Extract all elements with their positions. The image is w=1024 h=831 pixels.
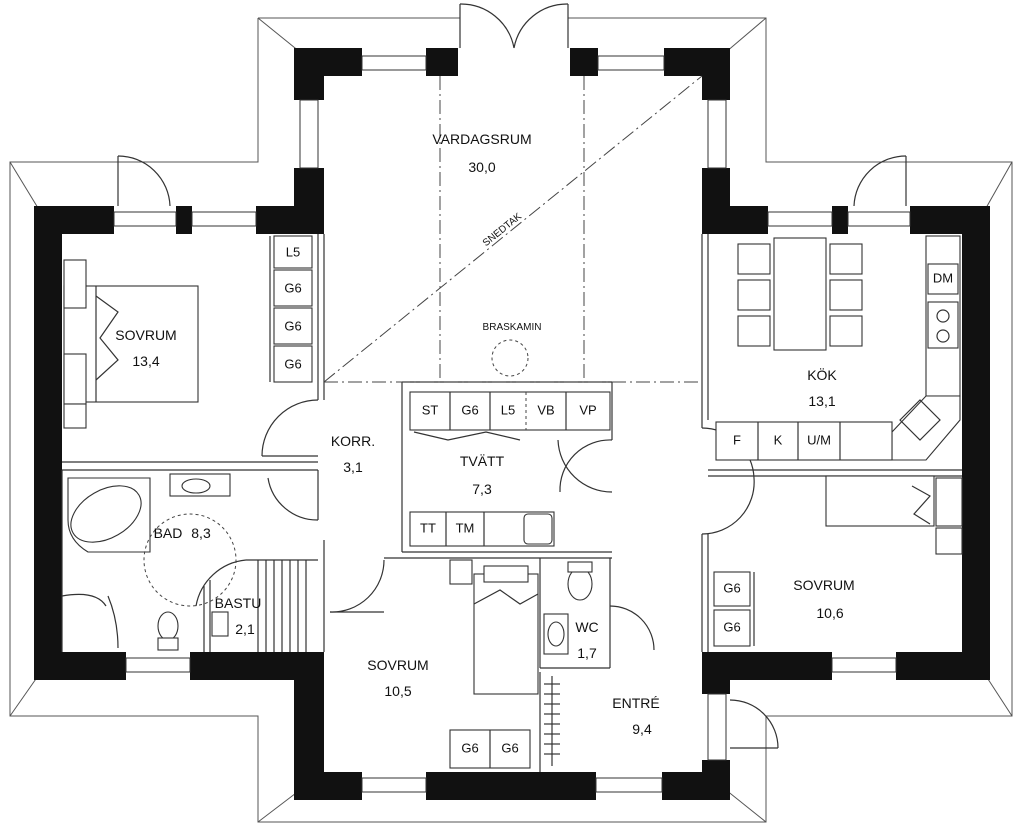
- room-name: KORR.: [331, 433, 375, 449]
- sauna-bench: [211, 560, 307, 652]
- room-labels: VARDAGSRUM 30,0 SOVRUM 13,4 KÖK 13,1 KOR…: [115, 131, 854, 737]
- storage-label: G6: [461, 740, 478, 755]
- room-name: KÖK: [807, 366, 837, 383]
- storage-label: TM: [456, 520, 475, 535]
- laundry-units: [409, 391, 611, 547]
- room-name: SOVRUM: [115, 327, 176, 343]
- storage-label: G6: [501, 740, 518, 755]
- exterior-walls: [34, 48, 990, 800]
- storage-label: G6: [723, 580, 740, 595]
- storage-label: VP: [579, 402, 596, 417]
- snedtak-label: SNEDTAK: [481, 211, 524, 249]
- entrance-wardrobe: [544, 676, 560, 766]
- room-name: VARDAGSRUM: [432, 131, 531, 147]
- storage-label: G6: [284, 356, 301, 371]
- storage-label: G6: [284, 318, 301, 333]
- storage-label: VB: [537, 402, 554, 417]
- storage-label: K: [774, 432, 783, 447]
- bed-right: [713, 475, 963, 647]
- room-area: 13,4: [132, 353, 159, 369]
- wardrobe-left: [269, 235, 313, 383]
- roof-outline: [9, 17, 1013, 823]
- ceiling-lines: [323, 75, 703, 383]
- storage-label: F: [733, 432, 741, 447]
- wc-fixtures: [543, 561, 593, 655]
- storage-label: G6: [284, 280, 301, 295]
- room-name: BAD: [154, 525, 183, 541]
- exterior-doors: [117, 3, 907, 749]
- room-name: SOVRUM: [793, 577, 854, 593]
- room-name: ENTRÉ: [612, 695, 659, 711]
- room-area: 8,3: [191, 525, 211, 541]
- room-area: 9,4: [632, 721, 652, 737]
- bed-bottom: [449, 559, 539, 769]
- room-area: 7,3: [472, 481, 492, 497]
- room-area: 10,5: [384, 683, 411, 699]
- braskamin-label: BRASKAMIN: [483, 322, 542, 333]
- storage-label: TT: [420, 520, 436, 535]
- kitchen-counter: [715, 235, 961, 461]
- storage-label: U/M: [807, 432, 831, 447]
- dining-table: [737, 237, 863, 351]
- room-area: 10,6: [816, 605, 843, 621]
- room-area: 13,1: [808, 393, 835, 409]
- room-name: TVÄTT: [460, 453, 505, 469]
- room-name: BASTU: [215, 595, 262, 611]
- room-area: 2,1: [235, 621, 255, 637]
- storage-label: ST: [422, 402, 439, 417]
- room-area: 3,1: [343, 459, 363, 475]
- storage-label: DM: [933, 270, 953, 285]
- bed-left: [63, 259, 199, 429]
- storage-label: G6: [723, 619, 740, 634]
- interior-doors: [195, 399, 755, 651]
- room-name: SOVRUM: [367, 657, 428, 673]
- bathroom-fixtures: [61, 473, 237, 651]
- room-area: 30,0: [468, 159, 495, 175]
- room-name: WC: [575, 619, 598, 635]
- fireplace-symbol: [491, 339, 529, 377]
- storage-labels: L5 G6 G6 G6 ST G6 L5 VB VP TT TM F K U/M…: [284, 244, 953, 755]
- storage-label: L5: [286, 244, 300, 259]
- room-area: 1,7: [577, 645, 597, 661]
- windows: [113, 55, 911, 793]
- storage-label: G6: [461, 402, 478, 417]
- storage-label: L5: [501, 402, 515, 417]
